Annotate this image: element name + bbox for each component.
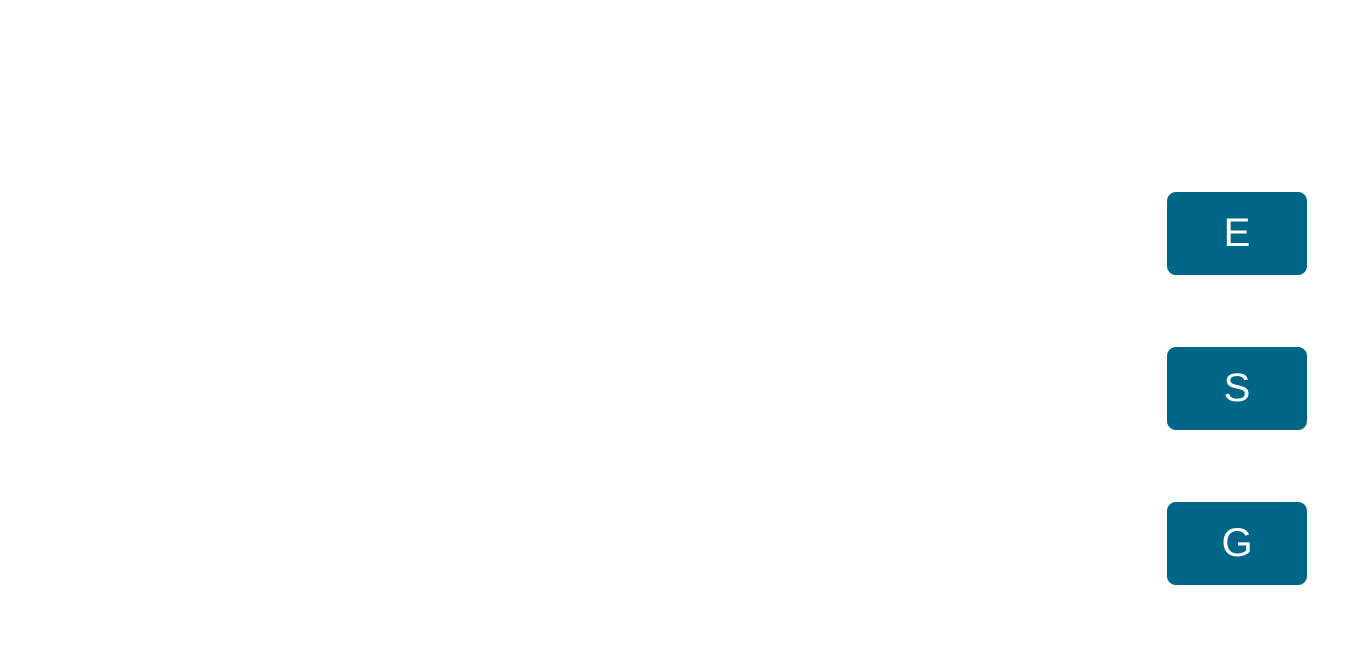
s-button[interactable]: S — [1167, 347, 1307, 430]
g-button[interactable]: G — [1167, 502, 1307, 585]
side-button-stack: E S G — [1167, 192, 1307, 585]
e-button[interactable]: E — [1167, 192, 1307, 275]
